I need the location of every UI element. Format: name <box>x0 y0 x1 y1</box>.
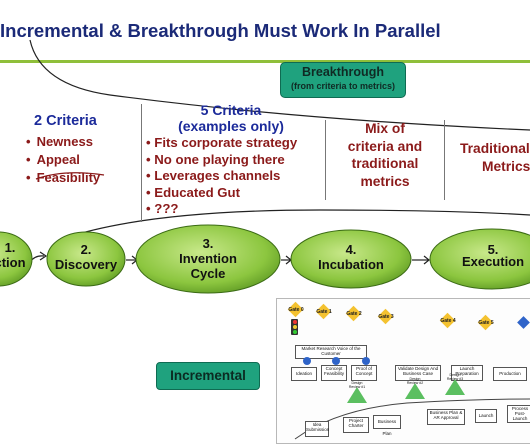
traffic-light-icon <box>291 319 298 335</box>
list-item: •Feasibility <box>26 169 105 187</box>
list-item: • No one playing there <box>146 151 285 167</box>
project-charter-box: Project Charter <box>343 417 369 433</box>
production-box: Production <box>493 367 527 381</box>
business-plan-approval-box: Business Plan & AR Approval <box>427 409 465 425</box>
design-review-1 <box>347 387 367 403</box>
design-review-2 <box>405 383 425 399</box>
launch-box: Launch <box>475 409 497 423</box>
gate-1: Gate 1 <box>313 307 335 318</box>
breakthrough-box: Breakthrough (from criteria to metrics) <box>280 62 406 98</box>
idea-submission-box: Idea Submission <box>305 421 329 437</box>
ideation-box: Ideation <box>291 367 317 381</box>
gate-5: Gate 5 <box>475 318 497 329</box>
stage-4-label: 4.Incubation <box>318 242 384 272</box>
stage-1-label: 1.ction <box>0 240 26 270</box>
title-divider <box>0 60 530 63</box>
two-criteria-title: 2 Criteria <box>34 113 97 129</box>
milestone-dot <box>303 357 311 365</box>
breakthrough-sublabel: (from criteria to metrics) <box>290 81 396 91</box>
milestone-dot <box>362 357 370 365</box>
column-divider-2 <box>325 120 326 200</box>
breakthrough-label: Breakthrough <box>302 65 384 79</box>
proof-of-concept-box: Proof of Concept <box>351 365 377 381</box>
gate-4: Gate 4 <box>437 316 459 327</box>
stage-5-label: 5.Execution <box>461 242 525 269</box>
two-criteria-list: •Newness •Appeal •Feasibility <box>26 133 105 187</box>
list-item: • Fits corporate strategy <box>146 135 298 150</box>
mix-criteria-text: Mix of criteria and traditional metrics <box>347 121 423 189</box>
gate-2: Gate 2 <box>343 309 365 320</box>
launch-preparation-box: Launch Preparation <box>451 365 483 381</box>
stage-2-label: 2.Discovery <box>54 242 118 272</box>
page-title: Incremental & Breakthrough Must Work In … <box>0 20 441 41</box>
gate-3: Gate 3 <box>375 312 397 323</box>
stage-5-ellipse <box>429 228 530 290</box>
stage-gate-diagram: Gate 0 Gate 1 Gate 2 Gate 3 Gate 4 Gate … <box>276 298 530 444</box>
milestone-dot <box>332 357 340 365</box>
stage-2-ellipse <box>46 231 126 287</box>
stage-4-ellipse <box>290 229 412 289</box>
incremental-label: Incremental <box>170 368 246 383</box>
traditional-metrics-text: Traditional Metrics <box>460 141 530 174</box>
market-research-box: Market Research Voice of the Customer <box>295 345 367 359</box>
list-item: • Educated Gut <box>146 184 241 200</box>
process-post-launch-box: Process Post-Launch <box>507 405 530 423</box>
five-criteria-list: • Fits corporate strategy • No one playi… <box>146 135 297 218</box>
list-item: • ??? <box>146 201 179 216</box>
column-divider-1 <box>141 104 142 222</box>
stage-3-ellipse <box>135 224 281 294</box>
list-item: • Leverages channels <box>146 168 281 183</box>
five-criteria-title: 5 Criteria (examples only) <box>178 102 284 134</box>
stage-1-ellipse <box>0 231 33 287</box>
column-divider-3 <box>444 120 445 200</box>
gate-0: Gate 0 <box>285 305 307 316</box>
list-item: •Appeal <box>26 152 80 167</box>
incremental-box: Incremental <box>156 362 260 390</box>
design-review-3 <box>445 379 465 395</box>
validate-design-box: Validate Design And Business Case <box>395 365 441 381</box>
concept-feasibility-box: Concept Feasibility <box>321 365 347 381</box>
business-plan-box: Business Plan <box>373 415 401 436</box>
list-item: •Newness <box>26 134 93 149</box>
strikethrough-scribble <box>35 172 105 180</box>
